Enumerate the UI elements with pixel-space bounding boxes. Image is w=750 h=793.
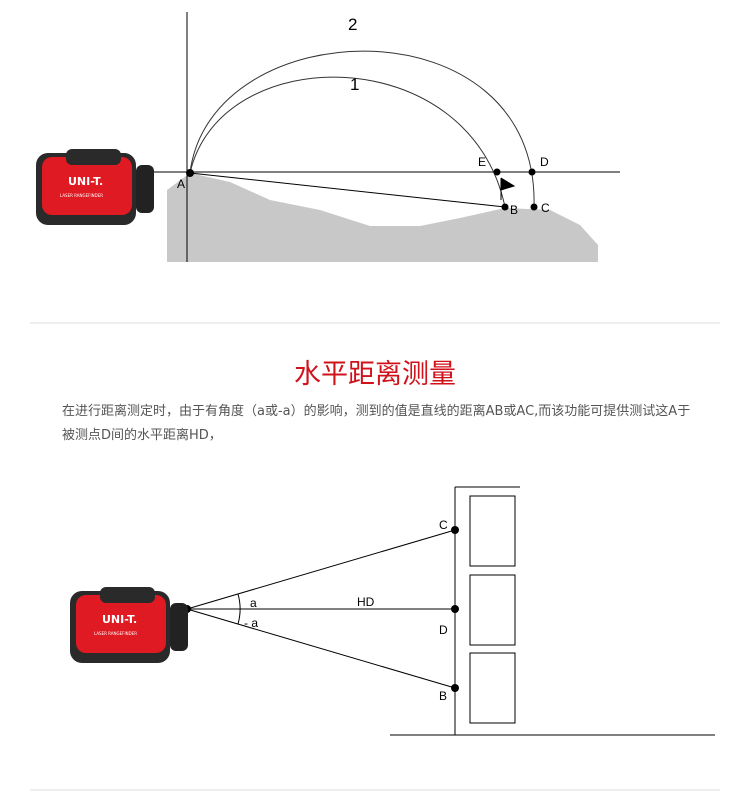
arc-label-2: 2: [348, 15, 357, 34]
bottom-diagram: A C D B a - a HD UNI-T. LASER RANGEFINDE…: [70, 486, 715, 736]
angle-a: a: [250, 596, 257, 610]
section-title: 水平距离测量: [294, 359, 456, 390]
point-c: C: [541, 201, 550, 215]
point-d: D: [439, 623, 448, 637]
svg-text:LASER RANGEFINDER: LASER RANGEFINDER: [94, 631, 137, 636]
point-e: E: [478, 155, 486, 169]
arc-1: [189, 76, 506, 208]
svg-text:UNI-T.: UNI-T.: [102, 613, 137, 626]
hd-label: HD: [357, 595, 375, 609]
point-d: D: [540, 155, 549, 169]
arc-2: [189, 50, 535, 208]
point-a: A: [177, 177, 185, 191]
point-b: B: [510, 203, 518, 217]
section-description: 在进行距离测定时，由于有角度（a或-a）的影响，测到的值是直线的距离AB或AC,…: [62, 404, 691, 443]
point-c: C: [439, 518, 448, 532]
rangefinder-device: UNI-T. LASER RANGEFINDER: [70, 587, 188, 663]
rangefinder-device: UNI-T. LASER RANGEFINDER: [36, 149, 154, 225]
svg-text:UNI-T.: UNI-T.: [68, 175, 103, 188]
point-b: B: [439, 689, 447, 703]
arc-label-1: 1: [350, 75, 359, 94]
svg-text:LASER RANGEFINDER: LASER RANGEFINDER: [60, 193, 103, 198]
ground: [167, 173, 598, 262]
angle-neg-a: - a: [244, 616, 258, 630]
flag-icon: [500, 177, 516, 200]
top-diagram: 2 1 A E D B C UNI-T. LASER RANGEFINDER: [36, 12, 620, 262]
